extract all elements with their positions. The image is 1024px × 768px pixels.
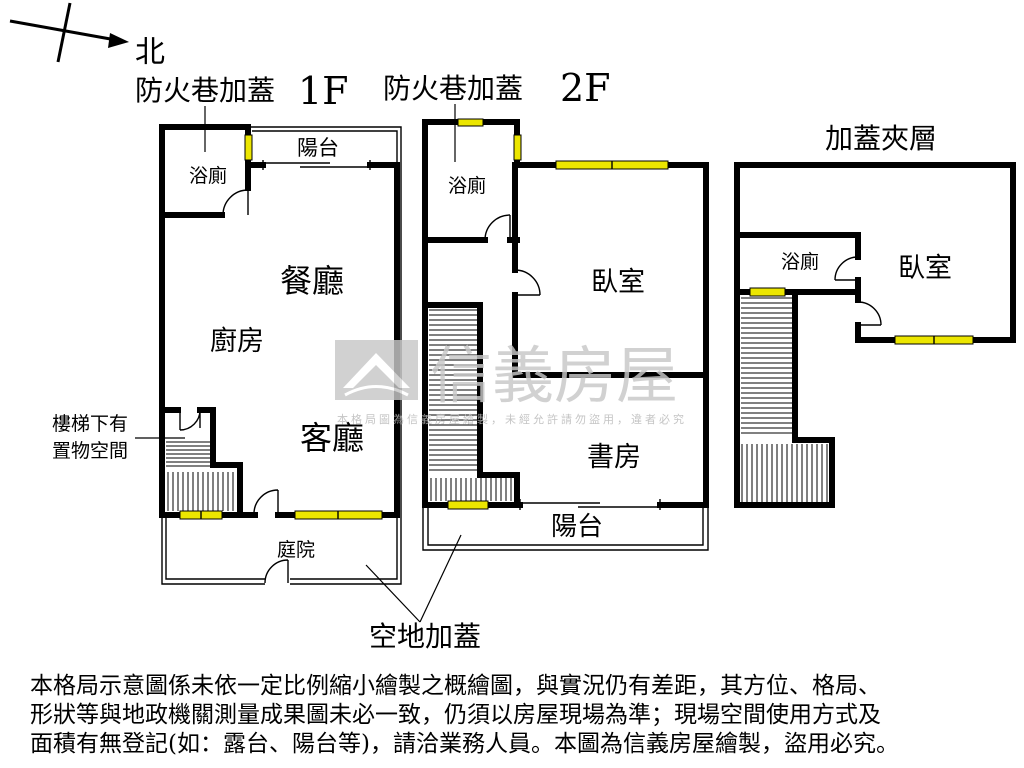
north-arrow: 北 (9, 2, 165, 70)
sliding-door-1f (262, 160, 371, 170)
annex-label-2f: 防火巷加蓋 (383, 72, 523, 105)
disclaimer-line: 本格局示意圖係未依一定比例縮小繪製之概繪圖，與實況仍有差距，其方位、格局、 (30, 673, 881, 699)
stair-door-1f (179, 409, 201, 431)
plan-2f: 浴廁 臥室 書房 陽台 (422, 104, 709, 551)
open-space-annex-annotation: 空地加蓋 (365, 534, 481, 653)
walls-2f (422, 119, 709, 508)
room-label-bathroom-2f: 浴廁 (448, 174, 486, 197)
watermark-house-icon (343, 353, 410, 388)
windows-1f (179, 134, 383, 520)
staircase-1f (166, 441, 234, 511)
front-door-1f (253, 489, 279, 516)
room-label-dining: 餐廳 (280, 262, 344, 300)
watermark-logo-icon (335, 340, 418, 400)
room-label-bathroom-mezzanine: 浴廁 (781, 250, 819, 273)
bathroom-door-1f (222, 189, 249, 216)
room-label-bedroom-2f: 臥室 (591, 267, 645, 298)
disclaimer: 本格局示意圖係未依一定比例縮小繪製之概繪圖，與實況仍有差距，其方位、格局、 形狀… (30, 673, 899, 757)
floor-title-2f: 2F (560, 66, 611, 110)
watermark-swoosh-icon (344, 385, 409, 397)
courtyard-gate (264, 559, 289, 584)
watermark-notice: 本格局圖為信義房屋繪製，未經允許請勿盜用，違者必究 (337, 412, 687, 426)
annex-label-1f: 防火巷加蓋 (135, 74, 275, 107)
window (513, 134, 522, 161)
north-arrow-head (108, 33, 129, 48)
staircase-mezzanine (741, 297, 828, 502)
room-label-kitchen: 廚房 (210, 326, 264, 357)
plan-mezzanine: 浴廁 臥室 (734, 162, 1016, 508)
disclaimer-line: 形狀等與地政機關測量成果圖未必一致，仍須以房屋現場為準；現場空間使用方式及 (30, 702, 881, 728)
disclaimer-line: 面積有無登記(如：露台、陽台等)，請洽業務人員。本圖為信義房屋繪製，盜用必究。 (30, 731, 899, 757)
mezzanine-title: 加蓋夾層 (825, 122, 937, 155)
open-space-annex-label: 空地加蓋 (369, 620, 481, 653)
windows-2f (447, 118, 669, 510)
bathroom-door-mezzanine (834, 256, 859, 281)
north-label: 北 (135, 35, 165, 70)
room-label-balcony-2f: 陽台 (551, 512, 603, 542)
stair-storage-note-line2: 置物空間 (52, 440, 128, 462)
sliding-door-2f (519, 499, 661, 510)
walls-mezzanine (734, 162, 1016, 508)
staircase-2f (429, 309, 512, 501)
bathroom-door-2f (484, 214, 511, 241)
window (749, 287, 786, 297)
room-label-balcony-1f: 陽台 (297, 136, 339, 160)
leader-line (419, 534, 462, 623)
north-arrow-cross (56, 2, 72, 63)
window (244, 134, 253, 161)
room-label-bathroom-1f: 浴廁 (189, 164, 227, 187)
stair-storage-note-line1: 樓梯下有 (52, 413, 128, 435)
room-label-courtyard: 庭院 (277, 539, 315, 561)
window (457, 118, 484, 127)
window (447, 500, 489, 510)
room-label-living: 客廳 (300, 419, 364, 457)
windows-mezzanine (749, 287, 974, 345)
floor-title-1f: 1F (298, 69, 349, 113)
watermark-brand: 信義房屋 (430, 339, 678, 412)
room-label-bedroom-mezzanine: 臥室 (898, 253, 952, 284)
leader-line (365, 564, 421, 623)
balcony-outline-2f (422, 505, 709, 551)
watermark: 信義房屋 本格局圖為信義房屋繪製，未經允許請勿盜用，違者必究 (335, 339, 687, 426)
bedroom-door-mezzanine (857, 301, 882, 326)
bedroom-door-2f (514, 269, 541, 296)
room-label-study: 書房 (587, 442, 641, 473)
